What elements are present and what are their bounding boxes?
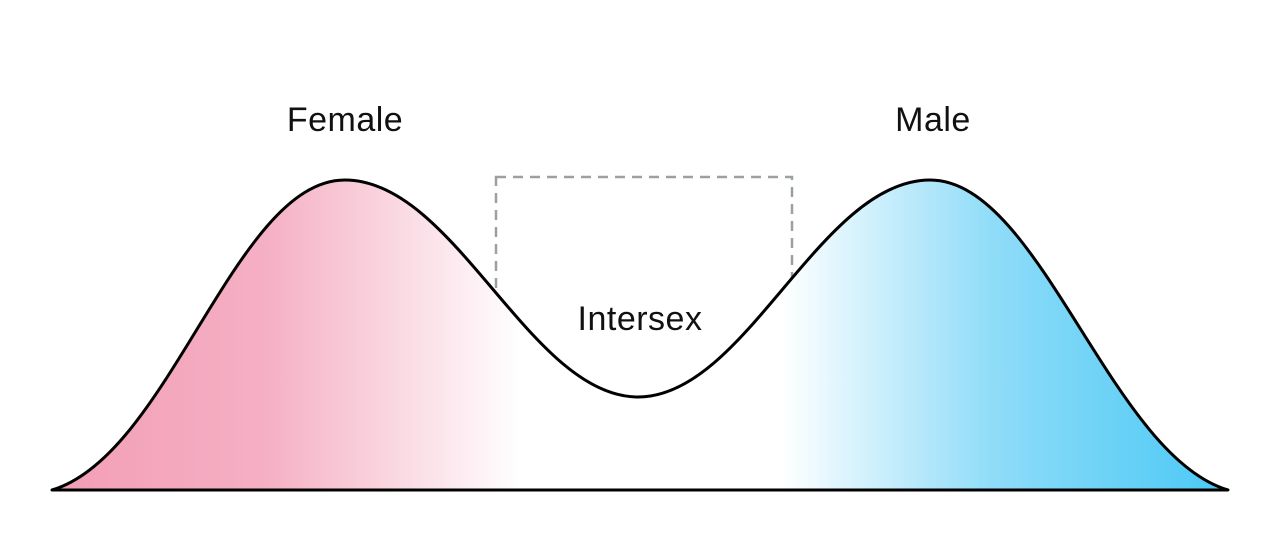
intersex-label: Intersex [577,300,703,338]
female-label: Female [286,101,404,139]
male-label: Male [895,101,971,139]
distribution-curve [50,178,1230,492]
